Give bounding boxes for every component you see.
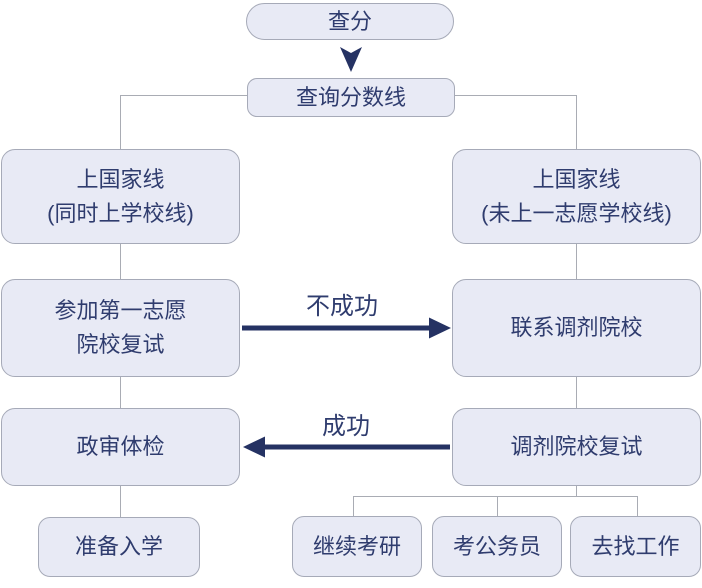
- node-label-line2: 院校复试: [76, 332, 165, 357]
- node-label: 查询分数线: [295, 84, 406, 110]
- edge-label-unsuccessful: 不成功: [306, 293, 378, 320]
- node-label: 调剂院校复试: [510, 434, 643, 459]
- node-check-score: 查分: [246, 3, 454, 40]
- connector-retest-to-political: [120, 377, 121, 408]
- node-label: 联系调剂院校: [510, 315, 643, 340]
- connector-outcomes-rail: [353, 496, 637, 497]
- connector-passnational-to-contact: [576, 244, 577, 279]
- connector-cutoff-to-right: [455, 95, 576, 96]
- node-label-line1: 参加第一志愿: [54, 298, 187, 323]
- node-label-line1: 上国家线: [532, 166, 621, 192]
- node-find-job: 去找工作: [570, 516, 701, 577]
- node-label-line2: (同时上学校线): [47, 200, 194, 226]
- connector-cutoff-to-left: [120, 95, 248, 96]
- node-label: 考公务员: [452, 533, 541, 559]
- node-label: 查分: [327, 8, 372, 34]
- node-prepare-enrollment: 准备入学: [38, 517, 200, 577]
- node-political-review-physical: 政审体检: [1, 408, 240, 486]
- node-label: 政审体检: [76, 434, 165, 459]
- connector-political-to-enroll: [120, 486, 121, 517]
- connector-passboth-to-retest: [120, 244, 121, 279]
- node-retake-postgrad-exam: 继续考研: [292, 516, 422, 577]
- connector-left-branch-down: [120, 95, 121, 149]
- node-label-line1: 上国家线: [76, 166, 165, 192]
- node-first-choice-retest: 参加第一志愿 院校复试: [1, 279, 240, 377]
- edge-label-successful: 成功: [322, 413, 370, 440]
- connector-rail-to-retake: [353, 496, 354, 517]
- node-pass-national-not-first-choice: 上国家线 (未上一志愿学校线): [452, 149, 701, 244]
- node-pass-national-and-school-line: 上国家线 (同时上学校线): [1, 149, 240, 244]
- node-label: 去找工作: [591, 533, 680, 559]
- connector-rail-to-civil: [497, 496, 498, 517]
- connector-right-branch-down: [576, 95, 577, 149]
- connector-contact-to-adjustretest: [576, 377, 577, 408]
- node-take-civil-service-exam: 考公务员: [432, 516, 562, 577]
- node-label-line2: (未上一志愿学校线): [481, 200, 672, 226]
- node-adjustment-school-retest: 调剂院校复试: [452, 408, 701, 486]
- connector-adjustretest-down: [576, 486, 577, 496]
- connector-rail-to-job: [637, 496, 638, 517]
- node-contact-adjustment-schools: 联系调剂院校: [452, 279, 701, 377]
- down-arrow-icon: [340, 47, 362, 72]
- node-check-cutoff-line: 查询分数线: [247, 78, 455, 117]
- node-label: 准备入学: [74, 534, 163, 559]
- node-label: 继续考研: [312, 533, 401, 559]
